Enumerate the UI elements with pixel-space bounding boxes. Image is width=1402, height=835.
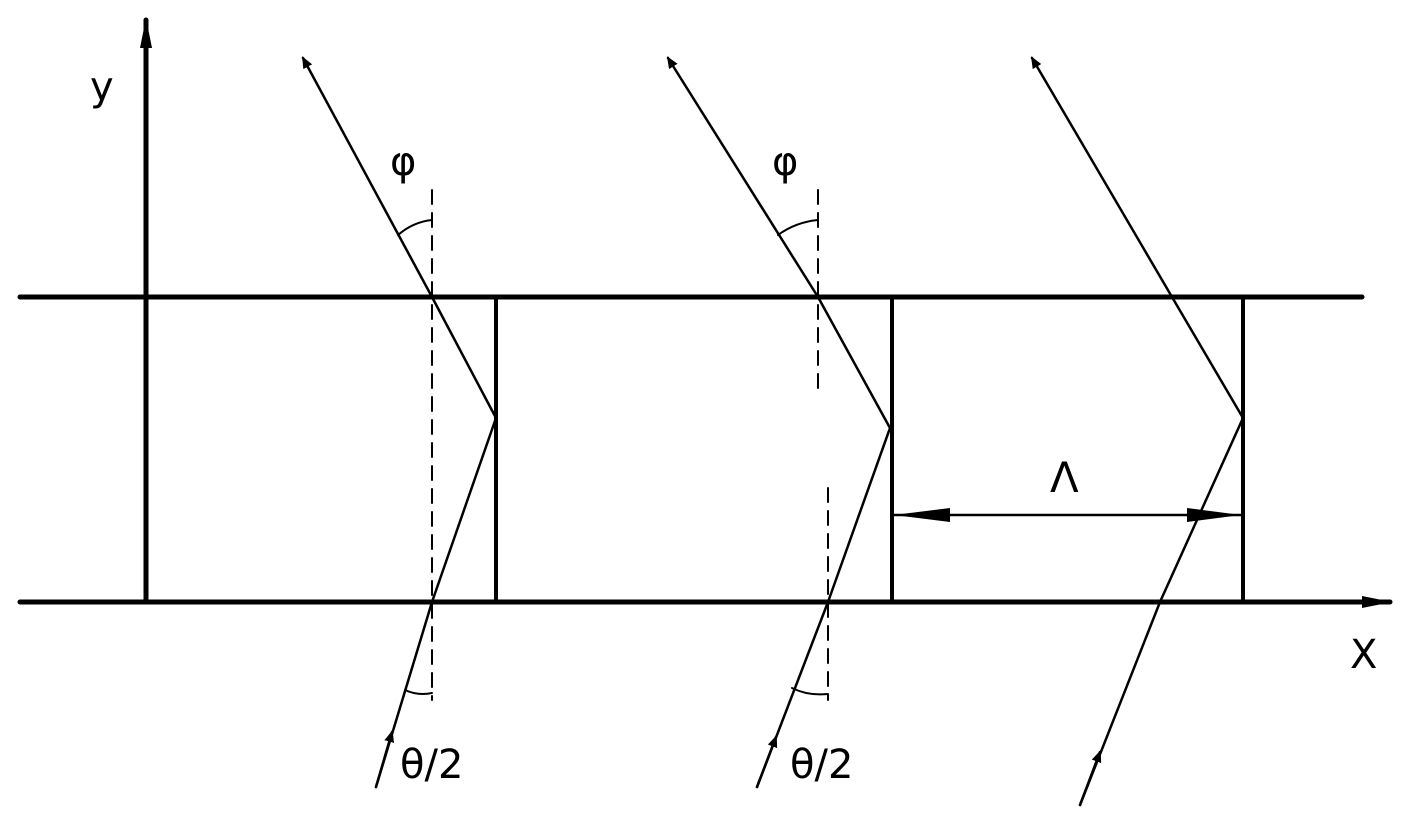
- ray-2-outgoing: [666, 56, 820, 299]
- ray-1-inside-up: [430, 416, 498, 604]
- phi-arc-2: [777, 219, 819, 236]
- period-arrow-right: [1187, 508, 1241, 522]
- theta-arc-1: [404, 689, 433, 695]
- ray-3-outgoing: [1030, 56, 1174, 299]
- ray-1-incident-arrow: [374, 730, 395, 789]
- ray-3-incident-arrow: [1078, 750, 1102, 807]
- phi-label-1: φ: [390, 139, 416, 185]
- period-label: Λ: [1050, 453, 1079, 502]
- ray-1-inside-reflected: [430, 295, 498, 420]
- ray-3-inside-reflected: [1170, 295, 1245, 420]
- x-axis-label: X: [1350, 632, 1377, 678]
- ray-2-incident-arrow: [755, 735, 778, 789]
- phi-arc-1: [397, 219, 433, 236]
- theta-half-label-2: θ/2: [790, 742, 853, 788]
- theta-half-label-1: θ/2: [400, 742, 463, 788]
- theta-arc-2: [791, 687, 829, 696]
- period-arrow-left: [894, 508, 950, 522]
- y-axis-label: y: [90, 64, 114, 110]
- ray-2-inside-up: [826, 426, 892, 604]
- ray-1-outgoing: [301, 56, 434, 299]
- phi-label-2: φ: [772, 139, 798, 185]
- ray-2-inside-reflected: [816, 295, 892, 430]
